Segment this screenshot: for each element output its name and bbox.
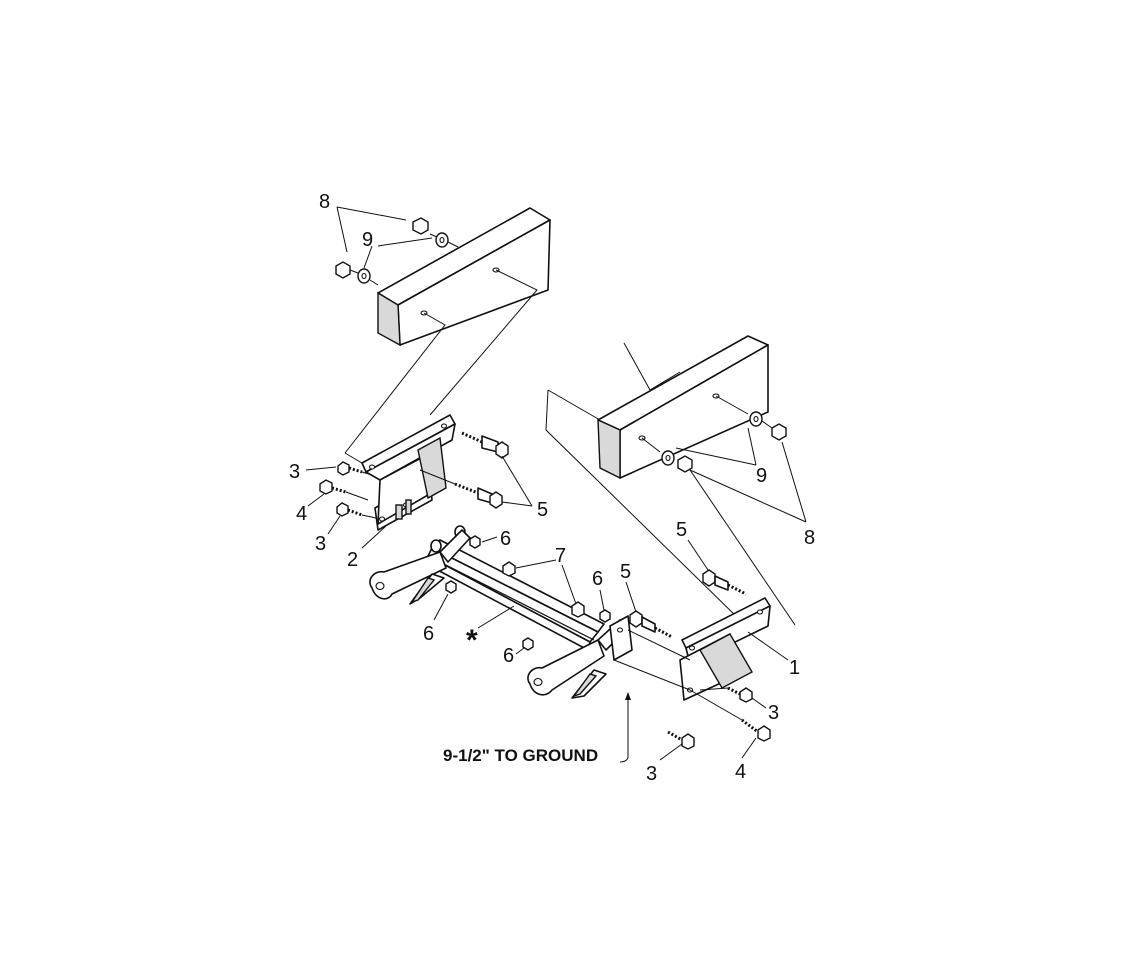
hex-nut-icon	[412, 217, 429, 235]
leader-lines	[305, 206, 807, 761]
hex-nut-icon	[677, 455, 693, 473]
bolt-head-icon	[336, 502, 349, 517]
hex-nut-icon	[771, 423, 787, 441]
callout-6-top: 6	[500, 528, 511, 550]
center-nuts	[445, 535, 611, 651]
asterisk-note: *	[466, 624, 478, 657]
bolt-head-icon	[319, 479, 333, 495]
hex-nut-icon	[522, 637, 534, 651]
hex-nut-icon	[502, 561, 516, 577]
callout-2: 2	[347, 549, 358, 571]
callout-5-left: 5	[537, 499, 548, 521]
alignment-lines-left	[344, 269, 538, 464]
callout-8-upper-left: 8	[319, 191, 330, 213]
bolt-head-icon	[495, 441, 509, 459]
bolt-head-icon	[739, 687, 753, 703]
callout-6-bottom: 6	[503, 645, 514, 667]
right-bracket	[679, 597, 771, 701]
callout-7: 7	[555, 545, 566, 567]
callout-3-right-bottom: 3	[646, 763, 657, 785]
bolt-head-icon	[489, 491, 503, 509]
callout-4-right: 4	[735, 761, 746, 783]
left-lift-arm	[369, 529, 471, 605]
callout-labels: 8 9 3 4 3 2 5 6 7 6 * 6 6 5 5 9 8 1 3 3 …	[289, 191, 815, 785]
callout-9-upper-left: 9	[362, 229, 373, 251]
right-block	[597, 335, 769, 480]
hex-nut-icon	[445, 580, 457, 594]
callout-3-right: 3	[768, 702, 779, 724]
bolt-head-icon	[629, 610, 643, 628]
hex-nut-icon	[335, 261, 351, 279]
long-bolts-left	[419, 431, 509, 509]
hex-nut-icon	[599, 609, 611, 623]
callout-8-right: 8	[804, 527, 815, 549]
callout-3-left-bottom: 3	[315, 533, 326, 555]
left-bracket	[361, 414, 456, 531]
callout-9-right: 9	[756, 465, 767, 487]
right-bolts	[629, 569, 771, 750]
alignment-lines-right	[545, 342, 796, 626]
callout-3-left-top: 3	[289, 461, 300, 483]
upper-left-hardware	[335, 217, 459, 286]
right-hardware	[641, 395, 787, 473]
callout-1: 1	[789, 657, 800, 679]
bolt-head-icon	[337, 461, 350, 476]
right-side-plate	[609, 615, 691, 691]
bolt-head-icon	[702, 569, 716, 587]
ground-dimension-label: 9-1/2" TO GROUND	[443, 746, 598, 765]
upper-left-block	[377, 207, 551, 347]
bolt-head-icon	[757, 725, 771, 742]
callout-5-right: 5	[676, 519, 687, 541]
ground-dimension	[619, 692, 631, 763]
callout-6-right: 6	[592, 568, 603, 590]
callout-6-left: 6	[423, 623, 434, 645]
callout-5-mid: 5	[620, 561, 631, 583]
callout-4-left: 4	[296, 503, 307, 525]
hex-nut-icon	[571, 601, 585, 618]
left-bolts	[319, 461, 377, 519]
hex-nut-icon	[469, 535, 481, 549]
bolt-head-icon	[681, 733, 695, 750]
